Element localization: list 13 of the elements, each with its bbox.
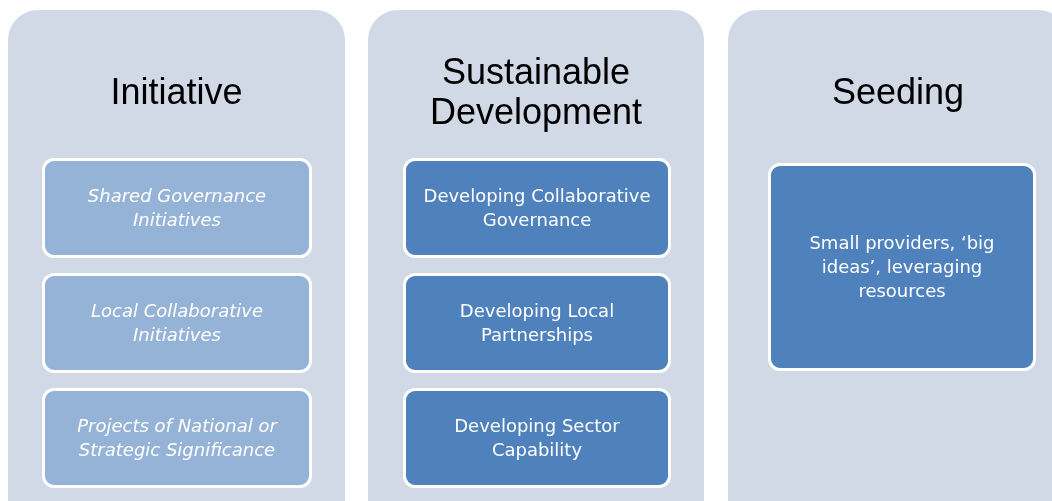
item-box: Small providers, ‘big ideas’, leveraging resources — [768, 163, 1036, 371]
item-box: Local Collaborative Initiatives — [42, 273, 312, 373]
item-box: Developing Collaborative Governance — [403, 158, 671, 258]
column-panel — [8, 10, 345, 501]
column-heading: Seeding — [830, 72, 966, 112]
column-panel — [728, 10, 1052, 501]
item-box: Developing Local Partnerships — [403, 273, 671, 373]
item-box: Developing Sector Capability — [403, 388, 671, 488]
column-heading: Sustainable Development — [428, 52, 644, 132]
column-heading: Initiative — [109, 72, 244, 112]
item-box: Projects of National or Strategic Significance — [42, 388, 312, 488]
column-panel — [368, 10, 704, 501]
item-box: Shared Governance Initiatives — [42, 158, 312, 258]
